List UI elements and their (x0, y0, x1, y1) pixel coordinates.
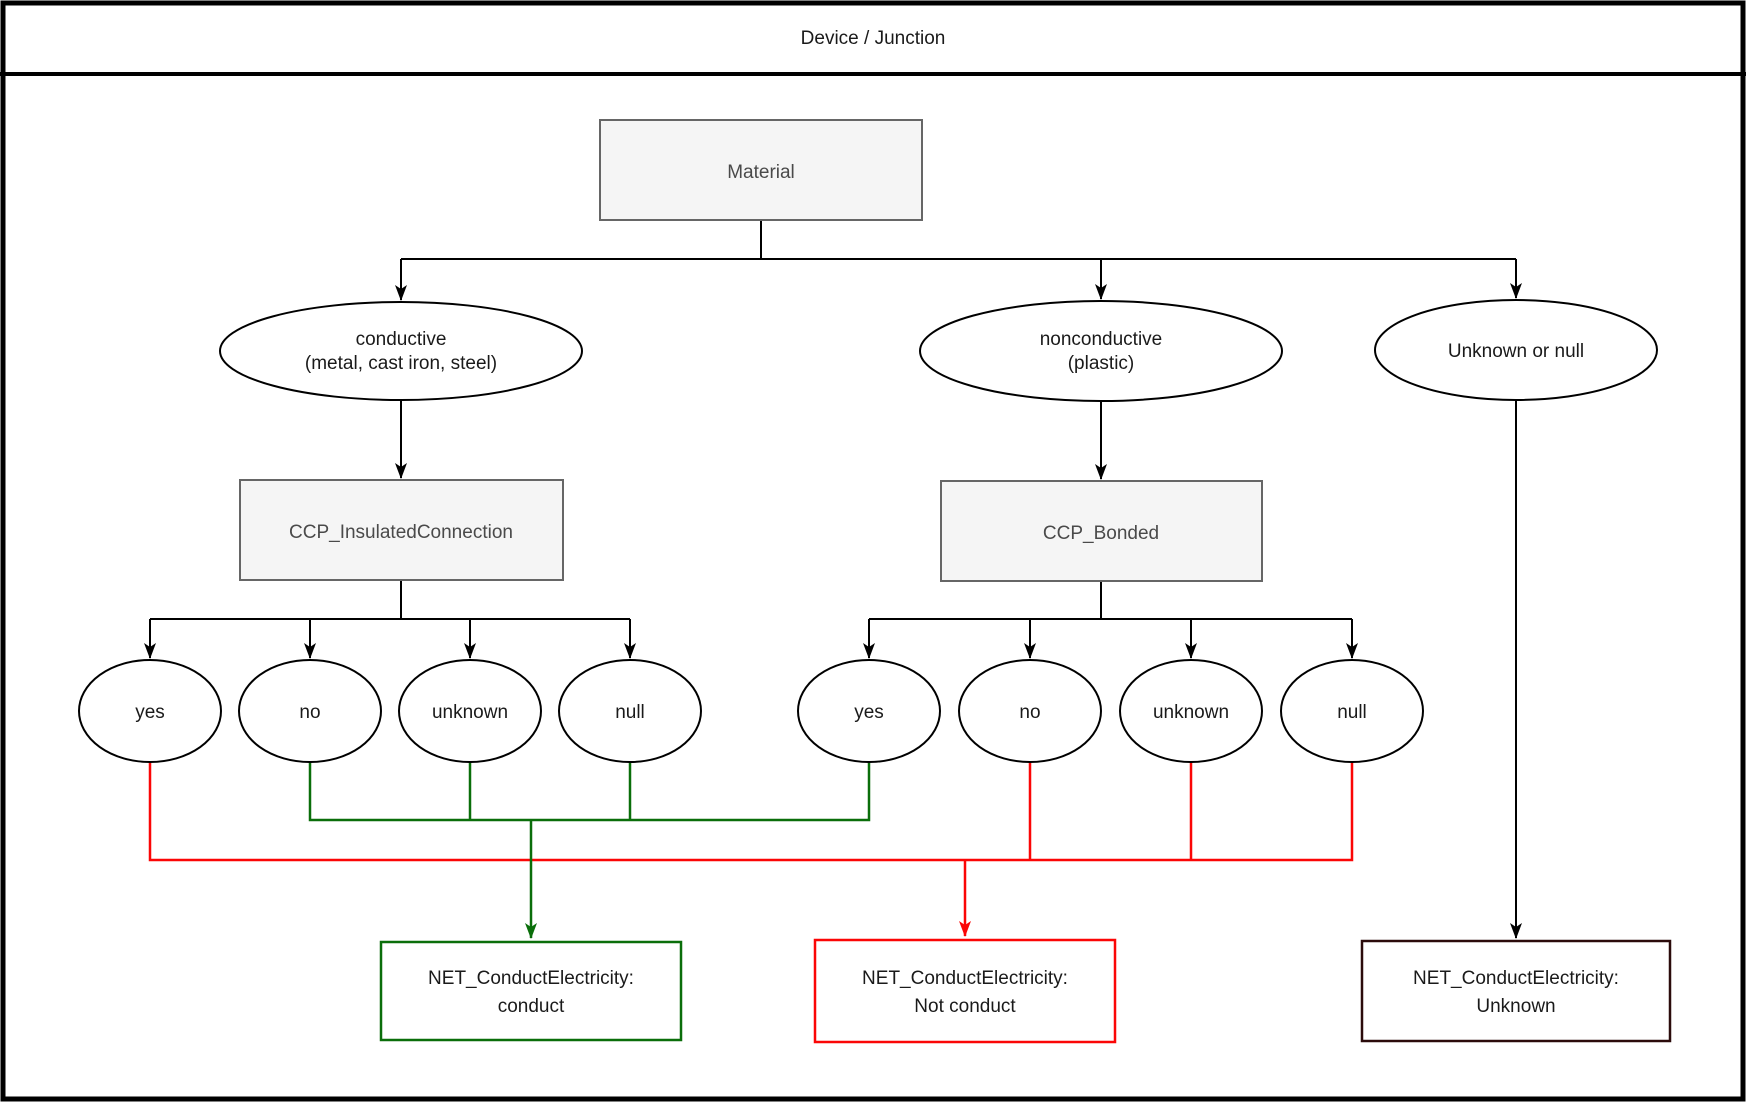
bonded-unknown-ellipse (1119, 659, 1263, 763)
result-unknown-line1: NET_ConductElectricity: (1413, 968, 1619, 989)
ccp-insulated-connection-box (239, 479, 564, 581)
bonded-options: yes no unknown null (797, 659, 1424, 763)
conductive-node: conductive (metal, cast iron, steel) (219, 301, 583, 401)
nonconductive-label-line2: (plastic) (1068, 353, 1135, 374)
result-not-conduct-line2: Not conduct (914, 996, 1016, 1017)
material-node: Material (599, 119, 923, 221)
ccp-insulated-connection-label: CCP_InsulatedConnection (289, 522, 513, 543)
material-label: Material (727, 162, 795, 183)
insulated-no-label: no (299, 702, 320, 723)
green-merge-outline (308, 762, 871, 822)
bonded-yes-label: yes (854, 702, 884, 723)
ccp-bonded-box (940, 480, 1263, 582)
insulated-null-label: null (615, 702, 645, 723)
ccp-bonded-node: CCP_Bonded (940, 480, 1263, 582)
page-title: Device / Junction (801, 28, 946, 49)
black-edges (144, 220, 1522, 939)
result-unknown-box (1360, 939, 1672, 1043)
insulated-yes-label: yes (135, 702, 165, 723)
result-not-conduct-node: NET_ConductElectricity: Not conduct (813, 938, 1117, 1044)
red-edges (148, 762, 1354, 937)
result-conduct-node: NET_ConductElectricity: conduct (379, 940, 683, 1042)
bonded-unknown-label: unknown (1153, 702, 1229, 723)
result-not-conduct-box (813, 938, 1117, 1044)
result-unknown-node: NET_ConductElectricity: Unknown (1360, 939, 1672, 1043)
unknown-or-null-label: Unknown or null (1448, 341, 1584, 362)
nonconductive-ellipse (919, 300, 1283, 402)
insulated-unknown-label: unknown (432, 702, 508, 723)
insulated-no-ellipse (238, 659, 382, 763)
bonded-yes-ellipse (797, 659, 941, 763)
result-conduct-line1: NET_ConductElectricity: (428, 968, 634, 989)
insulated-options: yes no unknown null (78, 659, 702, 763)
bonded-no-ellipse (958, 659, 1102, 763)
bonded-no-label: no (1019, 702, 1040, 723)
result-conduct-line2: conduct (498, 996, 565, 1017)
nonconductive-node: nonconductive (plastic) (919, 300, 1283, 402)
red-merge-outline (148, 762, 1354, 862)
unknown-or-null-node: Unknown or null (1374, 299, 1658, 401)
conductive-label-line1: conductive (356, 329, 447, 350)
unknown-or-null-ellipse (1374, 299, 1658, 401)
bonded-null-label: null (1337, 702, 1367, 723)
conductive-label-line2: (metal, cast iron, steel) (305, 353, 497, 374)
conductive-ellipse (219, 301, 583, 401)
nonconductive-label-line1: nonconductive (1040, 329, 1163, 350)
result-conduct-box (379, 940, 683, 1042)
insulated-unknown-ellipse (398, 659, 542, 763)
material-box (599, 119, 923, 221)
ccp-bonded-label: CCP_Bonded (1043, 523, 1159, 544)
result-unknown-line2: Unknown (1476, 996, 1555, 1017)
bonded-null-ellipse (1280, 659, 1424, 763)
result-not-conduct-line1: NET_ConductElectricity: (862, 968, 1068, 989)
ccp-insulated-connection-node: CCP_InsulatedConnection (239, 479, 564, 581)
green-edges (308, 762, 871, 939)
insulated-null-ellipse (558, 659, 702, 763)
insulated-yes-ellipse (78, 659, 222, 763)
